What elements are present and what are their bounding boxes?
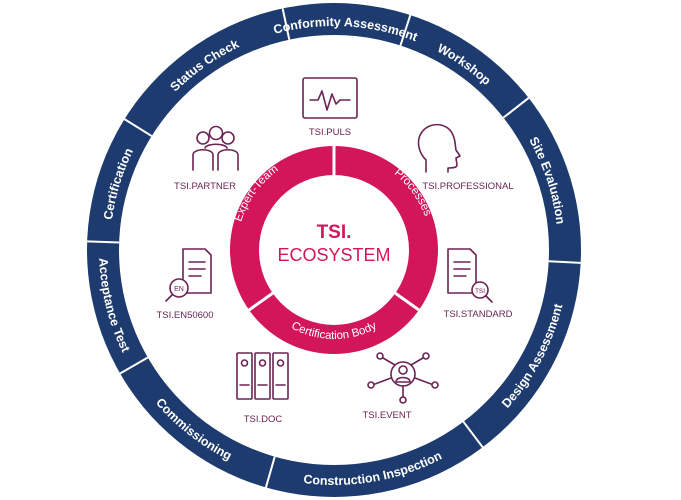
document-search-icon: TSI [447, 248, 493, 303]
module-tsi-puls: TSI.PULS [302, 77, 358, 138]
ring-divider [462, 421, 484, 448]
module-tsi-event: TSI.EVENT [362, 352, 439, 421]
module-label: TSI.EN50600 [156, 310, 213, 321]
ring-divider [264, 456, 276, 488]
ring-divider [502, 97, 530, 119]
module-tsi-professional: TSI.PROFESSIONAL [417, 123, 514, 192]
ring-divider [281, 8, 291, 40]
core-divider-left [248, 291, 274, 312]
module-tsi-en50600: EN TSI.EN50600 [156, 248, 214, 321]
binders-icon [236, 352, 289, 400]
module-label: TSI.PULS [309, 127, 351, 138]
ring-divider [399, 14, 412, 46]
ring-divider [124, 118, 153, 137]
ring-divider [87, 240, 120, 244]
module-label: TSI.EVENT [362, 410, 411, 421]
icon-text: EN [174, 286, 184, 293]
document-search-icon: EN [165, 248, 212, 302]
ring-divider [548, 260, 581, 264]
core-divider-right [394, 291, 420, 312]
core-center [259, 175, 409, 325]
modules: TSI.PULS TSI.PROFESSIONAL TSI TSI.STANDA… [156, 77, 514, 425]
module-label: TSI.STANDARD [444, 309, 513, 320]
icon-text: TSI [475, 288, 485, 295]
core-subtitle: ECOSYSTEM [277, 245, 390, 265]
module-tsi-partner: TSI.PARTNER [174, 125, 239, 192]
module-label: TSI.DOC [244, 414, 283, 425]
ring-dividers [87, 8, 581, 488]
network-people-icon [367, 352, 439, 404]
module-label: TSI.PROFESSIONAL [422, 181, 513, 192]
module-tsi-doc: TSI.DOC [236, 352, 289, 425]
pulse-monitor-icon [302, 77, 358, 119]
module-label: TSI.PARTNER [174, 181, 236, 192]
module-tsi-standard: TSI TSI.STANDARD [444, 248, 513, 320]
ring-divider [119, 356, 149, 375]
core-ecosystem: TSI. ECOSYSTEM Processes Certification B… [230, 146, 438, 354]
group-people-icon [192, 125, 239, 171]
core-title: TSI. [317, 222, 352, 243]
head-profile-icon [417, 123, 461, 173]
